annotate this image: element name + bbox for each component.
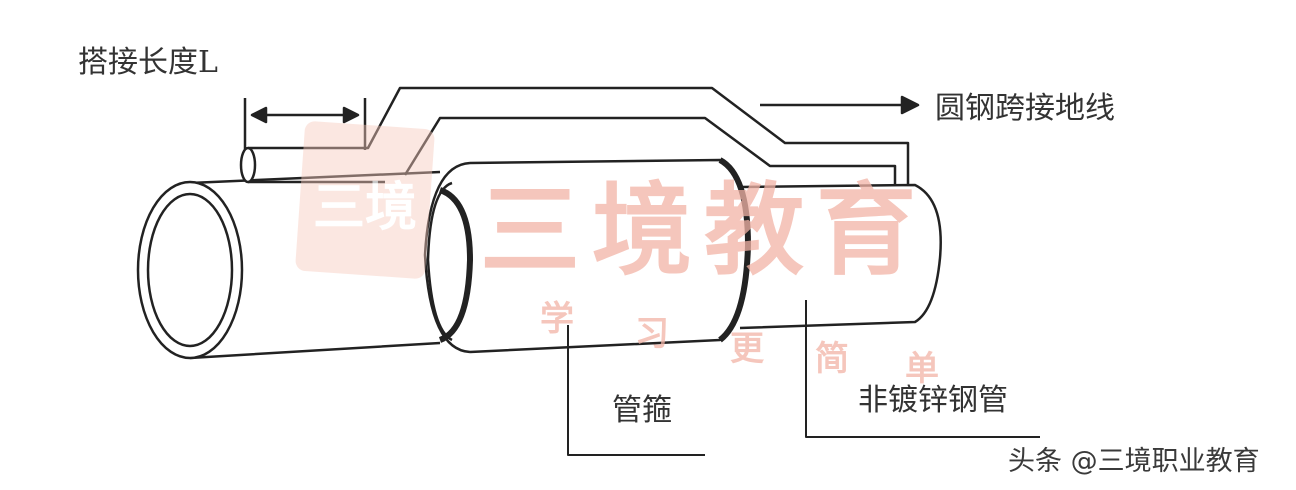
watermark-slogan-char: 更 [730,329,765,369]
jumper-wire [239,86,910,186]
footer-credit: 头条 @三境职业教育 [1008,446,1260,477]
jumper-label-arrow [760,95,920,115]
jumper-wire-label: 圆钢跨接地线 [935,91,1115,126]
watermark-slogan-char: 习 [635,314,669,354]
watermark-logo [295,121,435,279]
watermark-slogan-char: 单 [905,349,939,389]
lap-length-dimension [243,98,367,150]
left-pipe [136,170,441,360]
coupling [423,157,751,354]
watermark-slogan-char: 简 [815,339,849,379]
lap-length-label: 搭接长度L [78,45,218,80]
watermark: 三境 三境教育 学 习 更 简 单 [295,121,939,389]
pipe-leader-line [805,300,1040,438]
pipe-label: 非镀锌钢管 [858,383,1008,418]
watermark-logo-text: 三境 [313,178,417,238]
watermark-title: 三境教育 [480,172,928,289]
right-pipe [739,183,942,330]
coupling-label: 管箍 [612,393,672,428]
coupling-leader-line [567,325,705,456]
watermark-slogan-char: 学 [540,299,574,339]
